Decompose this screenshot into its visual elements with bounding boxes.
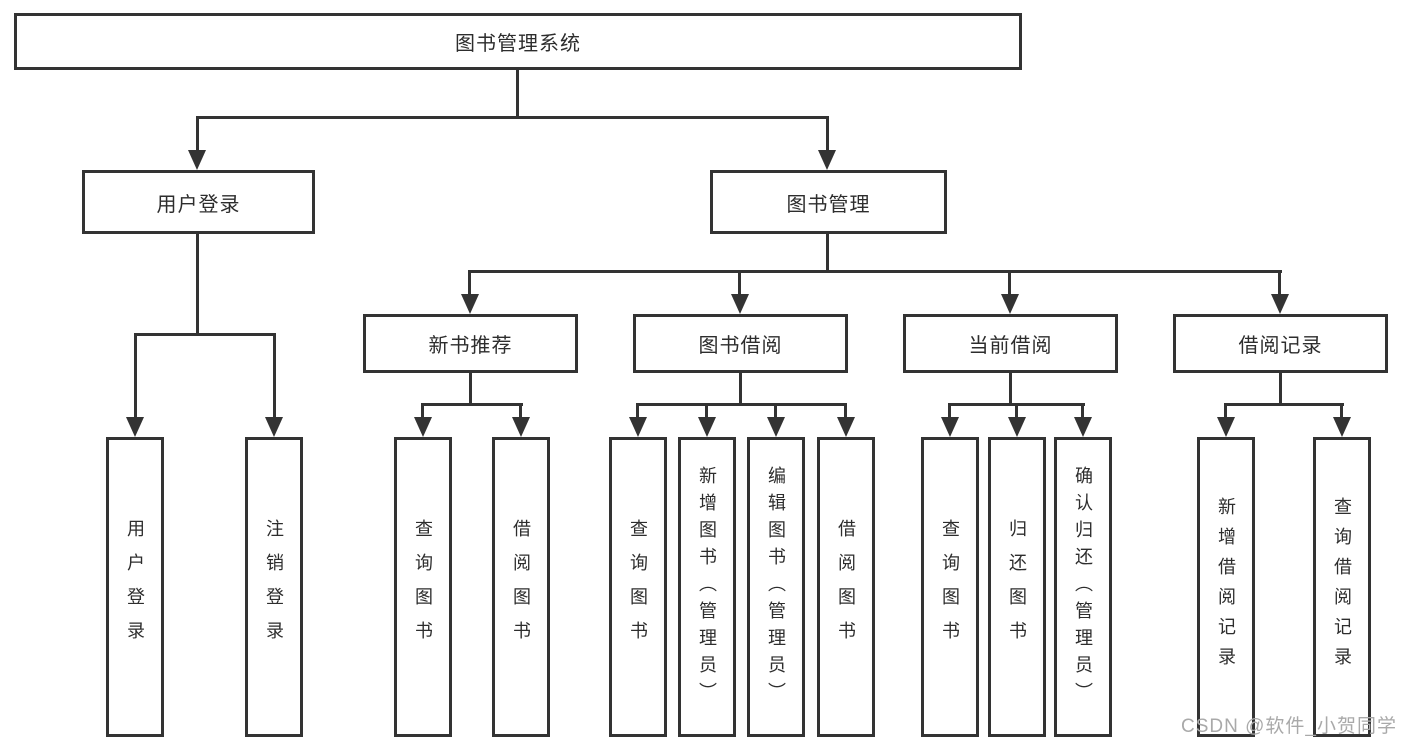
arrow-down-icon <box>1333 417 1351 437</box>
connector-line <box>468 270 1282 273</box>
arrow-down-icon <box>126 417 144 437</box>
connector-line <box>134 333 137 419</box>
leaf-add-borrow-record: 新增借阅记录 <box>1197 437 1255 737</box>
connector-line <box>1278 270 1281 296</box>
connector-line <box>196 116 829 119</box>
node-book-management: 图书管理 <box>710 170 947 234</box>
connector-line <box>1279 373 1282 406</box>
connector-line <box>1224 403 1344 406</box>
arrow-down-icon <box>818 150 836 170</box>
connector-line <box>1009 373 1012 406</box>
connector-line <box>516 70 519 118</box>
leaf-query-borrow-record: 查询借阅记录 <box>1313 437 1371 737</box>
connector-line <box>948 403 951 419</box>
leaf-borrow-books: 借阅图书 <box>817 437 875 737</box>
connector-line <box>826 234 829 273</box>
connector-line <box>421 403 424 419</box>
arrow-down-icon <box>941 417 959 437</box>
connector-line <box>421 403 523 406</box>
arrow-down-icon <box>1217 417 1235 437</box>
connector-line <box>636 403 639 419</box>
arrow-down-icon <box>188 150 206 170</box>
arrow-down-icon <box>414 417 432 437</box>
arrow-down-icon <box>1008 417 1026 437</box>
connector-line <box>636 403 847 406</box>
leaf-query-books-borrow: 查询图书 <box>609 437 667 737</box>
leaf-logout: 注销登录 <box>245 437 303 737</box>
leaf-query-books-recommend: 查询图书 <box>394 437 452 737</box>
node-new-book-recommend: 新书推荐 <box>363 314 578 373</box>
connector-line <box>196 116 199 151</box>
leaf-confirm-return-admin: 确认归还（管理员） <box>1054 437 1112 737</box>
arrow-down-icon <box>837 417 855 437</box>
arrow-down-icon <box>1074 417 1092 437</box>
connector-line <box>1340 403 1343 419</box>
leaf-return-books: 归还图书 <box>988 437 1046 737</box>
connector-line <box>844 403 847 419</box>
connector-line <box>196 234 199 336</box>
connector-line <box>273 333 276 419</box>
node-borrow-records: 借阅记录 <box>1173 314 1388 373</box>
csdn-watermark: CSDN @软件_小贺同学 <box>1181 716 1397 737</box>
connector-line <box>519 403 522 419</box>
connector-line <box>468 270 471 296</box>
leaf-user-login: 用户登录 <box>106 437 164 737</box>
arrow-down-icon <box>767 417 785 437</box>
connector-line <box>1008 270 1011 296</box>
node-library-management-system: 图书管理系统 <box>14 13 1022 70</box>
connector-line <box>469 373 472 406</box>
node-current-borrow: 当前借阅 <box>903 314 1118 373</box>
connector-line <box>774 403 777 419</box>
arrow-down-icon <box>461 294 479 314</box>
node-book-borrow: 图书借阅 <box>633 314 848 373</box>
connector-line <box>1015 403 1018 419</box>
arrow-down-icon <box>698 417 716 437</box>
arrow-down-icon <box>265 417 283 437</box>
leaf-add-books-admin: 新增图书（管理员） <box>678 437 736 737</box>
node-user-login: 用户登录 <box>82 170 315 234</box>
connector-line <box>1224 403 1227 419</box>
connector-line <box>826 116 829 151</box>
arrow-down-icon <box>629 417 647 437</box>
connector-line <box>705 403 708 419</box>
leaf-query-books-current: 查询图书 <box>921 437 979 737</box>
connector-line <box>739 373 742 406</box>
arrow-down-icon <box>731 294 749 314</box>
connector-line <box>134 333 276 336</box>
arrow-down-icon <box>512 417 530 437</box>
arrow-down-icon <box>1001 294 1019 314</box>
connector-line <box>738 270 741 296</box>
leaf-borrow-books-recommend: 借阅图书 <box>492 437 550 737</box>
arrow-down-icon <box>1271 294 1289 314</box>
connector-line <box>1081 403 1084 419</box>
leaf-edit-books-admin: 编辑图书（管理员） <box>747 437 805 737</box>
